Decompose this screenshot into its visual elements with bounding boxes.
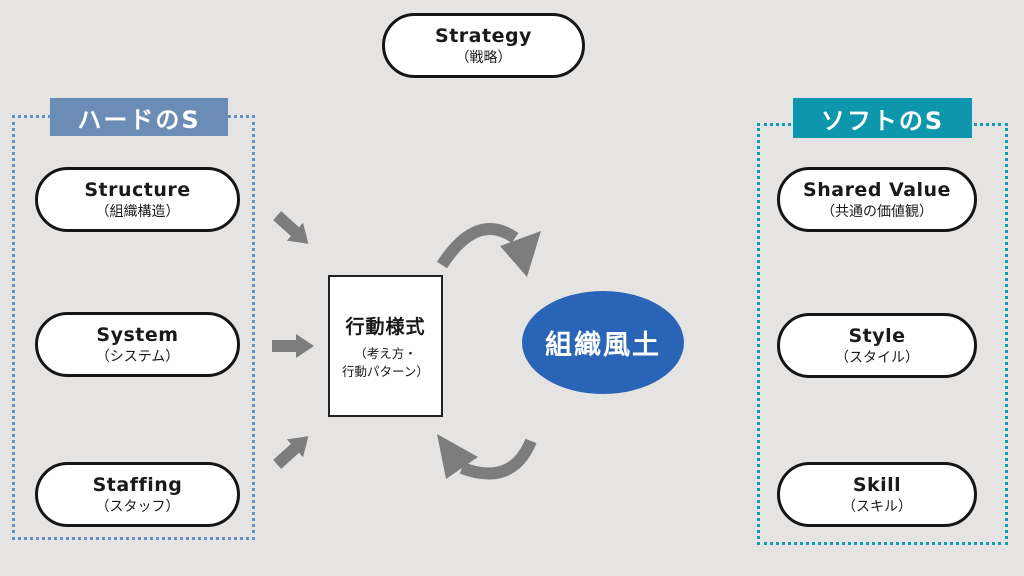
strategy-label-jp: （戦略） xyxy=(455,49,512,66)
system-node: System （システム） xyxy=(35,312,240,377)
strategy-label-en: Strategy xyxy=(435,24,532,47)
hard-s-header: ハードのS xyxy=(50,98,228,136)
structure-label-jp: （組織構造） xyxy=(95,203,180,220)
arrow-staffing-to-behavior-icon xyxy=(273,436,309,469)
behavior-pattern-title: 行動様式 xyxy=(345,316,426,338)
system-label-jp: （システム） xyxy=(95,348,180,365)
behavior-pattern-sub-line2: 行動パターン） xyxy=(342,363,429,379)
arrow-system-to-behavior-icon xyxy=(272,334,314,358)
staffing-label-jp: （スタッフ） xyxy=(95,498,180,515)
strategy-node: Strategy （戦略） xyxy=(382,13,585,78)
staffing-node: Staffing （スタッフ） xyxy=(35,462,240,527)
shared-value-label-en: Shared Value xyxy=(803,178,951,201)
staffing-label-en: Staffing xyxy=(92,473,183,496)
skill-node: Skill （スキル） xyxy=(777,462,977,527)
shared-value-label-jp: （共通の価値観） xyxy=(821,203,933,220)
system-label-en: System xyxy=(96,323,179,346)
shared-value-node: Shared Value （共通の価値観） xyxy=(777,167,977,232)
style-label-jp: （スタイル） xyxy=(835,349,919,366)
organizational-climate-label: 組織風土 xyxy=(545,330,661,361)
arrow-structure-to-behavior-icon xyxy=(273,211,309,244)
behavior-pattern-sub-line1: （考え方・ xyxy=(354,346,417,361)
skill-label-jp: （スキル） xyxy=(842,498,912,515)
curved-arrow-climate-to-behavior-icon xyxy=(437,434,537,480)
skill-label-en: Skill xyxy=(852,473,902,496)
organizational-climate-ellipse: 組織風土 xyxy=(522,291,684,394)
soft-s-header: ソフトのS xyxy=(793,98,972,138)
style-label-en: Style xyxy=(848,324,906,347)
structure-label-en: Structure xyxy=(84,178,191,201)
curved-arrow-behavior-to-climate-icon xyxy=(436,223,541,277)
style-node: Style （スタイル） xyxy=(777,313,977,378)
behavior-pattern-box: 行動様式 （考え方・ 行動パターン） xyxy=(328,275,443,417)
structure-node: Structure （組織構造） xyxy=(35,167,240,232)
